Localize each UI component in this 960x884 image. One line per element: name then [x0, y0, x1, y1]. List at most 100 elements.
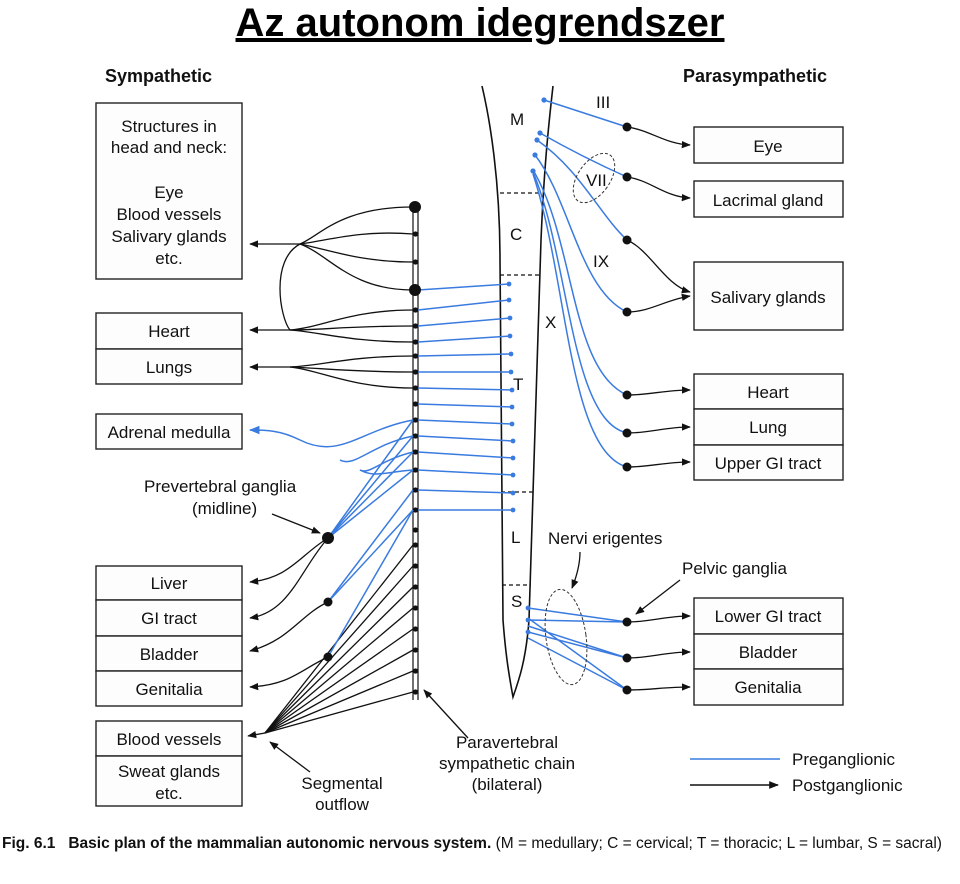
bladder-sym-label: Bladder	[140, 645, 199, 664]
parasympathetic-postganglionic	[626, 126, 691, 691]
box-heart-sym: Heart	[95, 312, 243, 350]
chain-ganglion	[412, 647, 419, 653]
segmental-label-2: outflow	[315, 795, 370, 814]
paravertebral-label-3: (bilateral)	[472, 775, 543, 794]
chain-ganglion	[412, 307, 419, 313]
chain-ganglion	[412, 527, 419, 533]
spinal-cord	[481, 85, 554, 701]
adrenal-label: Adrenal medulla	[108, 423, 231, 442]
prevertebral-label-2: (midline)	[192, 499, 257, 518]
vii-ellipse	[572, 152, 616, 204]
head-line-3: Eye	[154, 183, 183, 202]
chain-ganglion	[412, 689, 419, 695]
chain-ganglion	[412, 467, 419, 473]
chain-ganglion	[412, 417, 419, 423]
box-lung-para: Lung	[693, 408, 844, 446]
chain-ganglion	[412, 353, 419, 359]
lungs-sym-label: Lungs	[146, 358, 192, 377]
head-line-5: Salivary glands	[111, 227, 226, 246]
caption-bold: Basic plan of the mammalian autonomic ne…	[68, 835, 492, 852]
box-bladder-para: Bladder	[693, 633, 844, 670]
cord-dividers	[500, 192, 541, 586]
genitalia-para-label: Genitalia	[734, 678, 802, 697]
genitalia-sym-label: Genitalia	[135, 680, 203, 699]
box-head-neck: Structures in head and neck: Eye Blood v…	[95, 102, 243, 280]
bladder-para-label: Bladder	[739, 643, 798, 662]
box-adrenal: Adrenal medulla	[95, 413, 243, 450]
nerve-label-vii: VII	[586, 171, 607, 190]
box-gi: GI tract	[95, 599, 243, 637]
head-line-6: etc.	[155, 249, 182, 268]
parasympathetic-heading: Parasympathetic	[683, 66, 827, 86]
chain-ganglion	[412, 449, 419, 455]
chain-ganglion	[412, 605, 419, 611]
chain-ganglion	[412, 385, 419, 391]
lacrimal-label: Lacrimal gland	[713, 191, 824, 210]
heart-para-label: Heart	[747, 383, 789, 402]
box-lacrimal: Lacrimal gland	[693, 180, 844, 218]
liver-label: Liver	[151, 574, 188, 593]
box-genitalia-sym: Genitalia	[95, 670, 243, 707]
chain-ganglion	[412, 339, 419, 345]
segmental-label-1: Segmental	[301, 774, 382, 793]
chain-ganglion	[412, 563, 419, 569]
sympathetic-ganglia	[322, 201, 421, 662]
upper-gi-label: Upper GI tract	[715, 454, 822, 473]
cord-exit-points	[506, 97, 547, 635]
prevertebral-label-1: Prevertebral ganglia	[144, 477, 297, 496]
chain-ganglion	[412, 323, 419, 329]
nerve-label-ix: IX	[593, 252, 609, 271]
box-blood-vessels: Blood vessels	[95, 720, 243, 757]
cord-label-s: S	[511, 592, 522, 611]
chain-ganglion	[412, 626, 419, 632]
chain-ganglion	[412, 259, 419, 265]
box-genitalia-para: Genitalia	[693, 668, 844, 706]
chain-ganglion	[412, 584, 419, 590]
caption-rest: (M = medullary; C = cervical; T = thorac…	[495, 835, 942, 852]
box-liver: Liver	[95, 565, 243, 601]
sweat-etc-label: etc.	[155, 784, 182, 803]
box-lower-gi: Lower GI tract	[693, 597, 844, 635]
chain-ganglion	[412, 507, 419, 513]
cord-label-m: M	[510, 110, 524, 129]
chain-ganglia	[412, 231, 419, 695]
slide-title: Az autonom idegrendszer	[235, 1, 725, 45]
blood-vessels-label: Blood vessels	[117, 730, 222, 749]
box-eye-para: Eye	[693, 126, 844, 164]
nervi-erigentes-ellipse	[544, 588, 588, 686]
box-bladder-sym: Bladder	[95, 635, 243, 672]
autonomic-nervous-system-diagram: Sympathetic Parasympathetic Structures i…	[95, 66, 903, 814]
box-heart-para: Heart	[693, 373, 844, 410]
head-line-4: Blood vessels	[117, 205, 222, 224]
heart-sym-label: Heart	[148, 322, 190, 341]
chain-ganglion	[412, 542, 419, 548]
chain-ganglion	[412, 231, 419, 237]
box-upper-gi: Upper GI tract	[693, 444, 844, 481]
legend-post-label: Postganglionic	[792, 776, 903, 795]
paravertebral-label-1: Paravertebral	[456, 733, 558, 752]
paravertebral-label-2: sympathetic chain	[439, 754, 575, 773]
sympathetic-heading: Sympathetic	[105, 66, 212, 86]
box-lungs-sym: Lungs	[95, 348, 243, 385]
figure-caption: Fig. 6.1 Basic plan of the mammalian aut…	[2, 833, 958, 854]
parasympathetic-ganglia	[622, 122, 632, 695]
cord-label-t: T	[513, 375, 523, 394]
nerve-label-x: X	[545, 313, 556, 332]
salivary-label: Salivary glands	[710, 288, 825, 307]
box-sweat: Sweat glands etc.	[95, 755, 243, 807]
pelvic-ganglia-label: Pelvic ganglia	[682, 559, 787, 578]
chain-ganglion	[412, 433, 419, 439]
nerve-label-iii: III	[596, 93, 610, 112]
chain-ganglion	[412, 668, 419, 674]
parasympathetic-preganglionic	[527, 99, 628, 691]
nervi-erigentes-label: Nervi erigentes	[548, 529, 662, 548]
lung-para-label: Lung	[749, 418, 787, 437]
eye-para-label: Eye	[753, 137, 782, 156]
head-line-2: head and neck:	[111, 138, 227, 157]
gi-label: GI tract	[141, 609, 197, 628]
cord-label-c: C	[510, 225, 522, 244]
head-line-1: Structures in	[121, 117, 216, 136]
legend-pre-label: Preganglionic	[792, 750, 896, 769]
chain-ganglion	[412, 401, 419, 407]
sympathetic-preganglionic	[248, 283, 514, 658]
